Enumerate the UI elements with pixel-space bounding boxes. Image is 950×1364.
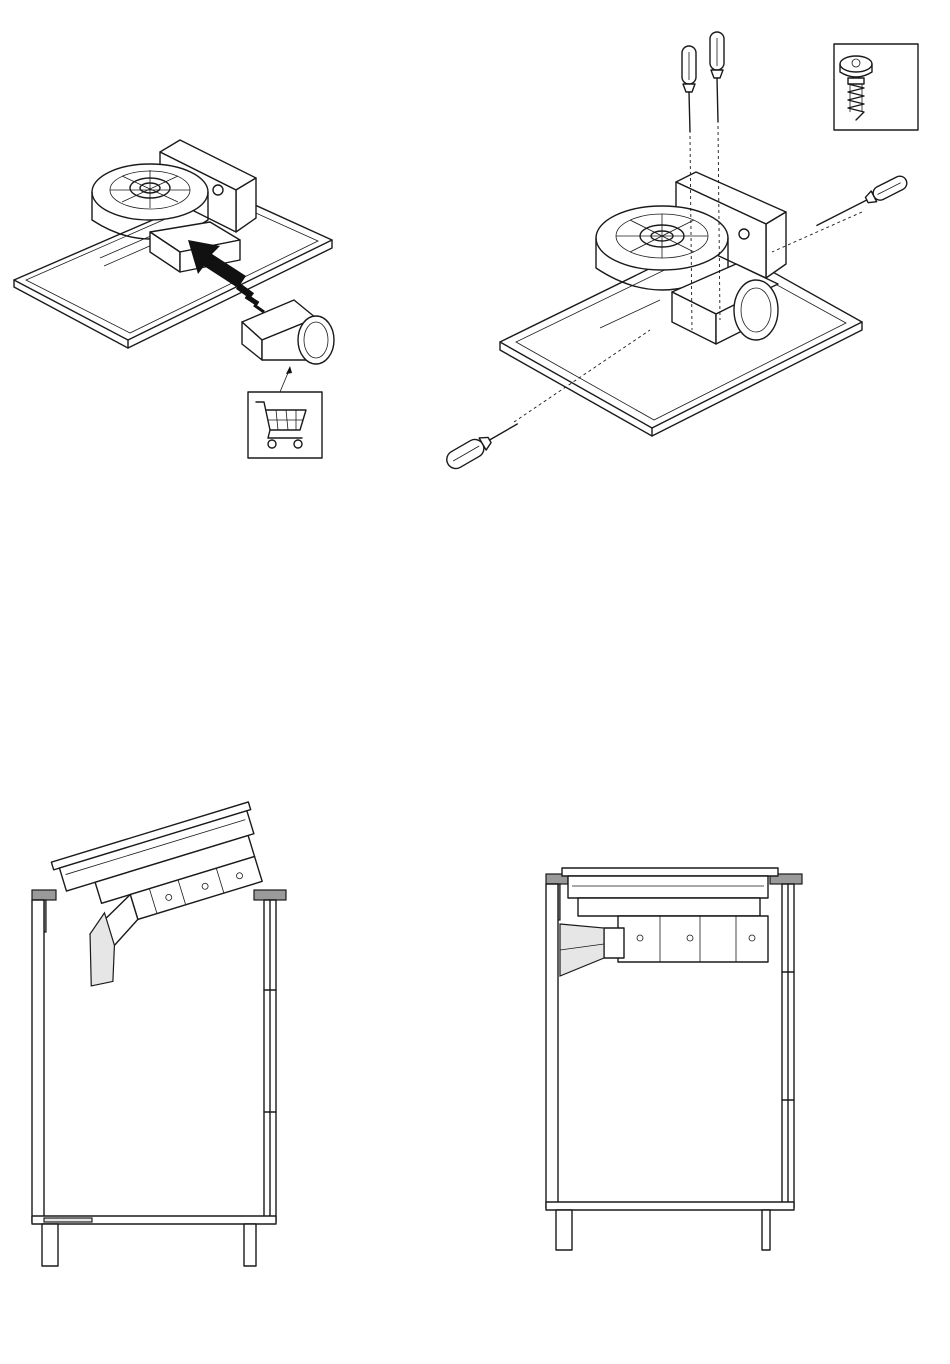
figure-adapter-attach [14, 140, 334, 458]
screwdriver-icon [814, 174, 909, 232]
screwdriver-icon [444, 416, 522, 472]
screwdriver-icon [710, 32, 724, 122]
hob-unit-installed [560, 868, 778, 976]
figure-cabinet-tilt [32, 802, 287, 1266]
figure-cabinet-installed [546, 868, 802, 1250]
shopping-cart-icon [248, 392, 322, 458]
hob-unit-tilted [51, 802, 287, 988]
leader-arrowhead [286, 366, 292, 374]
duct-adapter-1 [242, 300, 334, 364]
screwdriver-icon [682, 46, 696, 132]
figure-screw-fixing [444, 32, 919, 472]
screw-icon [834, 44, 918, 130]
cabinet-1 [32, 890, 286, 1266]
